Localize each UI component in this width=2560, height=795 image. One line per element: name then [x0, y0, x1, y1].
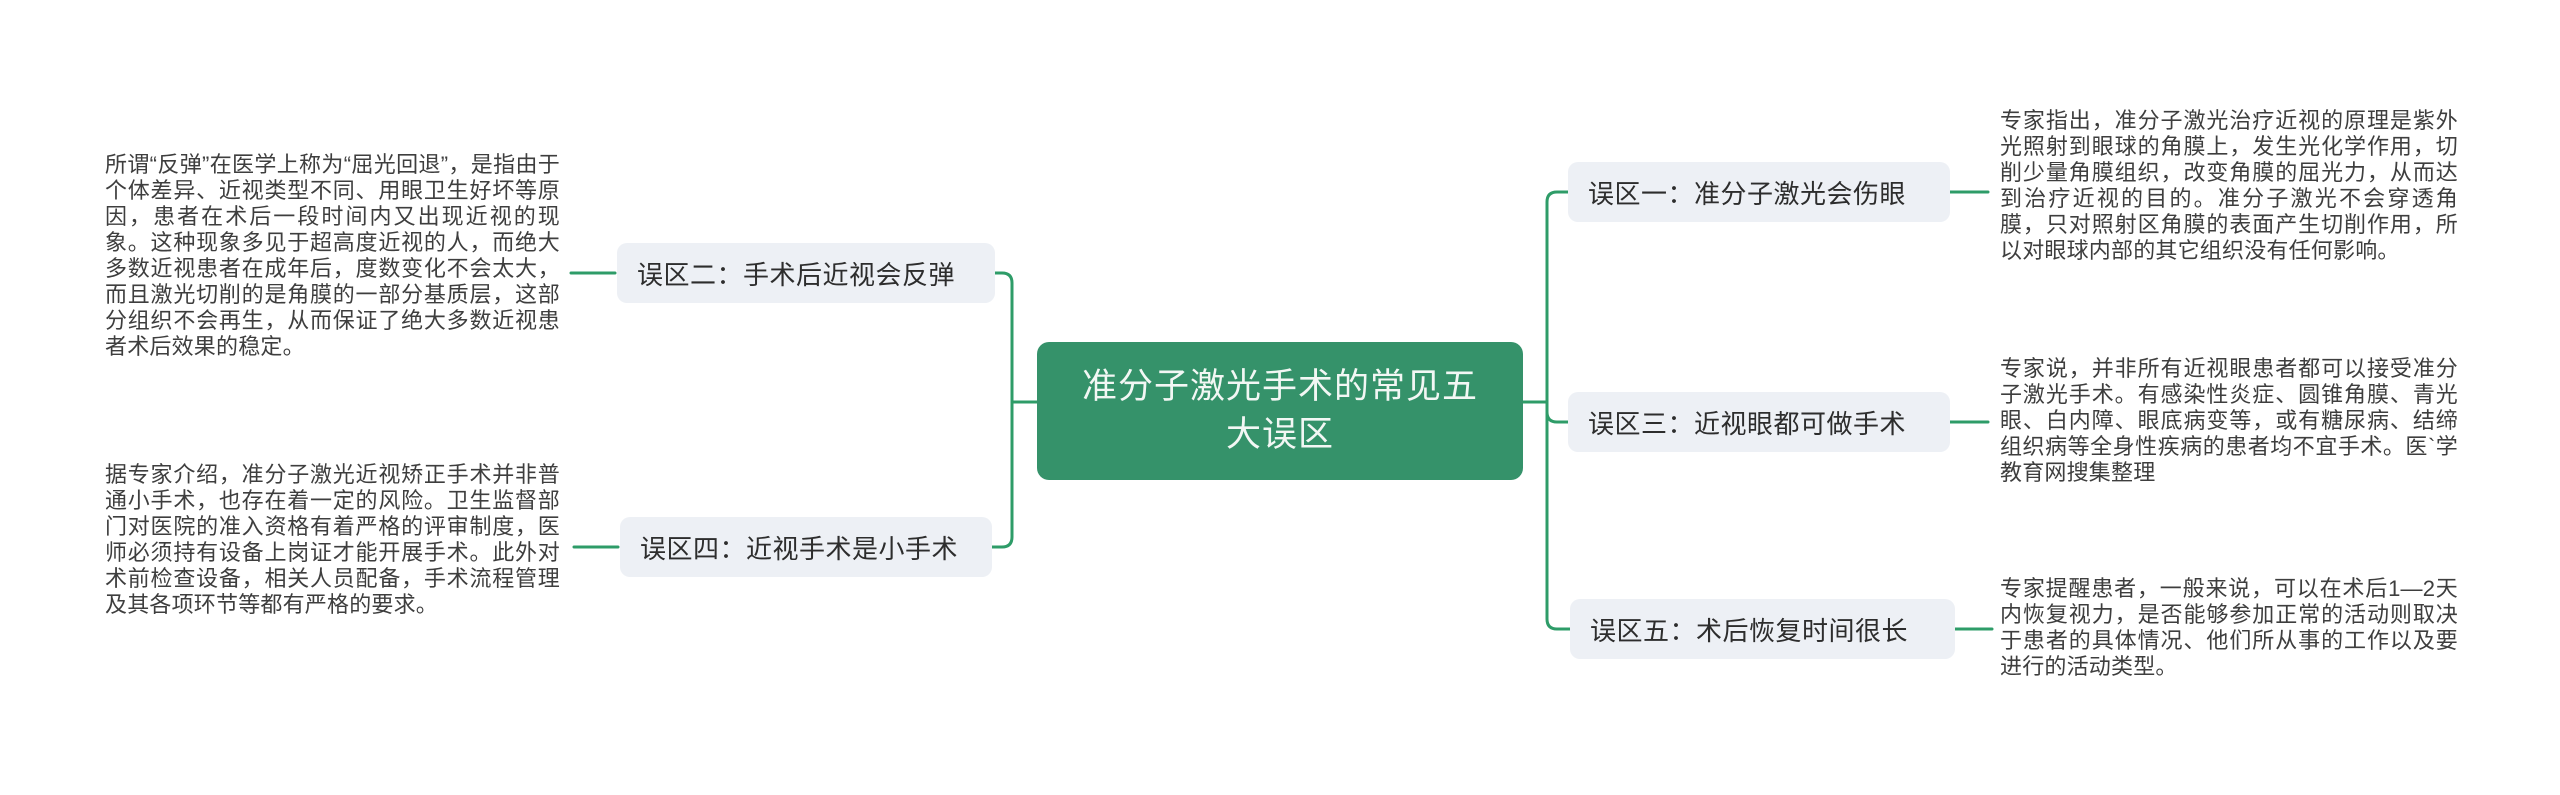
branch-node-misconception-4[interactable]: 误区四：近视手术是小手术	[620, 517, 992, 577]
branch-node-misconception-2[interactable]: 误区二：手术后近视会反弹	[617, 243, 995, 303]
note-text-misconception-5[interactable]: 专家提醒患者，一般来说，可以在术后1—2天内恢复视力，是否能够参加正常的活动则取…	[2000, 576, 2458, 679]
left-trunk-line	[990, 271, 1014, 549]
note-text-misconception-1[interactable]: 专家指出，准分子激光治疗近视的原理是紫外光照射到眼球的角膜上，发生光化学作用，切…	[2000, 108, 2458, 263]
right-bottom-line	[1545, 400, 1572, 631]
branch-node-misconception-1[interactable]: 误区一：准分子激光会伤眼	[1568, 162, 1950, 222]
branch-node-misconception-3[interactable]: 误区三：近视眼都可做手术	[1568, 392, 1950, 452]
right-top-line	[1545, 190, 1570, 404]
right-middle-line	[1545, 400, 1570, 424]
central-topic-node[interactable]: 准分子激光手术的常见五大误区	[1037, 342, 1523, 480]
branch-node-misconception-5[interactable]: 误区五：术后恢复时间很长	[1570, 599, 1955, 659]
note-text-misconception-3[interactable]: 专家说，并非所有近视眼患者都可以接受准分子激光手术。有感染性炎症、圆锥角膜、青光…	[2000, 356, 2458, 485]
note-text-misconception-2[interactable]: 所谓“反弹”在医学上称为“屈光回退”，是指由于个体差异、近视类型不同、用眼卫生好…	[105, 152, 560, 359]
note-text-misconception-4[interactable]: 据专家介绍，准分子激光近视矫正手术并非普通小手术，也存在着一定的风险。卫生监督部…	[105, 462, 560, 617]
